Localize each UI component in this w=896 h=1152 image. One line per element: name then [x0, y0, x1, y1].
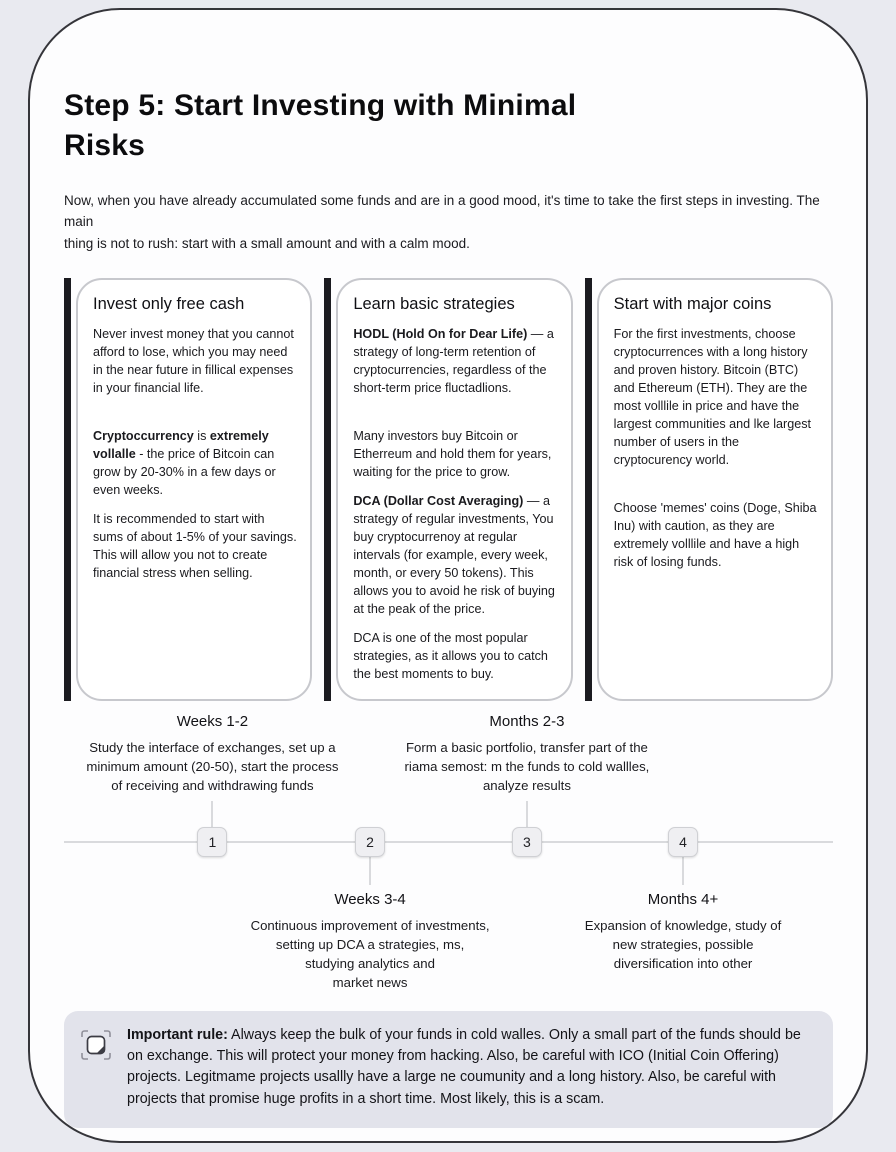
timeline-step-badge: 1: [197, 826, 228, 857]
timeline-axis: [64, 840, 833, 843]
timeline-connector: [525, 800, 528, 827]
timeline-step-badge: 3: [511, 826, 542, 857]
timeline-connector: [682, 856, 685, 885]
card-paragraph: It is recommended to start with sums of …: [93, 511, 297, 580]
timeline-connector: [211, 800, 214, 827]
card-paragraph: HODL (Hold On for Dear Life) — a strateg…: [353, 326, 554, 395]
timeline-item-description: Study the interface of exchanges, set up…: [86, 739, 339, 793]
intro-text: Now, when you have already accumulated s…: [64, 192, 820, 251]
page-title: Step 5: Start Investing with Minimal Ris…: [64, 89, 577, 162]
card-paragraph: Many investors buy Bitcoin or Etherreum …: [353, 428, 552, 479]
document-container: Step 5: Start Investing with Minimal Ris…: [28, 8, 868, 1143]
card-paragraph: DCA is one of the most popular strategie…: [353, 630, 548, 681]
note-icon: [78, 1027, 114, 1063]
timeline-item-label: Weeks 3-4: [334, 890, 406, 908]
timeline-item-description: Continuous improvement of investments, s…: [250, 917, 490, 990]
card-title: Learn basic strategies: [353, 294, 515, 313]
timeline-item: Months 4+ Expansion of knowledge, study o…: [527, 891, 839, 973]
card-accent-bar: [324, 277, 332, 701]
card-paragraph: Choose 'memes' coins (Doge, Shiba Inu) w…: [613, 500, 817, 569]
timeline-step-badge: 2: [355, 826, 386, 857]
card-accent-bar: [584, 277, 592, 701]
timeline-item-label: Months 4+: [647, 890, 719, 908]
timeline-item-label: Months 2-3: [489, 712, 565, 730]
card-title: Start with major coins: [613, 294, 772, 313]
card-paragraph: Cryptoccurrency is extremely vollalle - …: [93, 428, 276, 497]
timeline-connector: [369, 856, 372, 885]
card-title: Invest only free cash: [93, 294, 245, 313]
timeline-step-badge: 4: [668, 826, 699, 857]
timeline-item-label: Weeks 1-2: [176, 712, 249, 730]
callout-text: Important rule: Always keep the bulk of …: [127, 1026, 801, 1107]
card-paragraph: For the first investments, choose crypto…: [613, 326, 812, 467]
timeline-item-description: Form a basic portfolio, transfer part of…: [404, 739, 650, 793]
timeline-item-description: Expansion of knowledge, study of new str…: [584, 917, 782, 971]
card-accent-bar: [64, 277, 71, 701]
card-paragraph: Never invest money that you cannot affor…: [93, 326, 294, 395]
card-paragraph: DCA (Dollar Cost Averaging) — a strategy…: [353, 493, 555, 616]
important-rule-callout: Important rule: Always keep the bulk of …: [64, 1010, 833, 1129]
